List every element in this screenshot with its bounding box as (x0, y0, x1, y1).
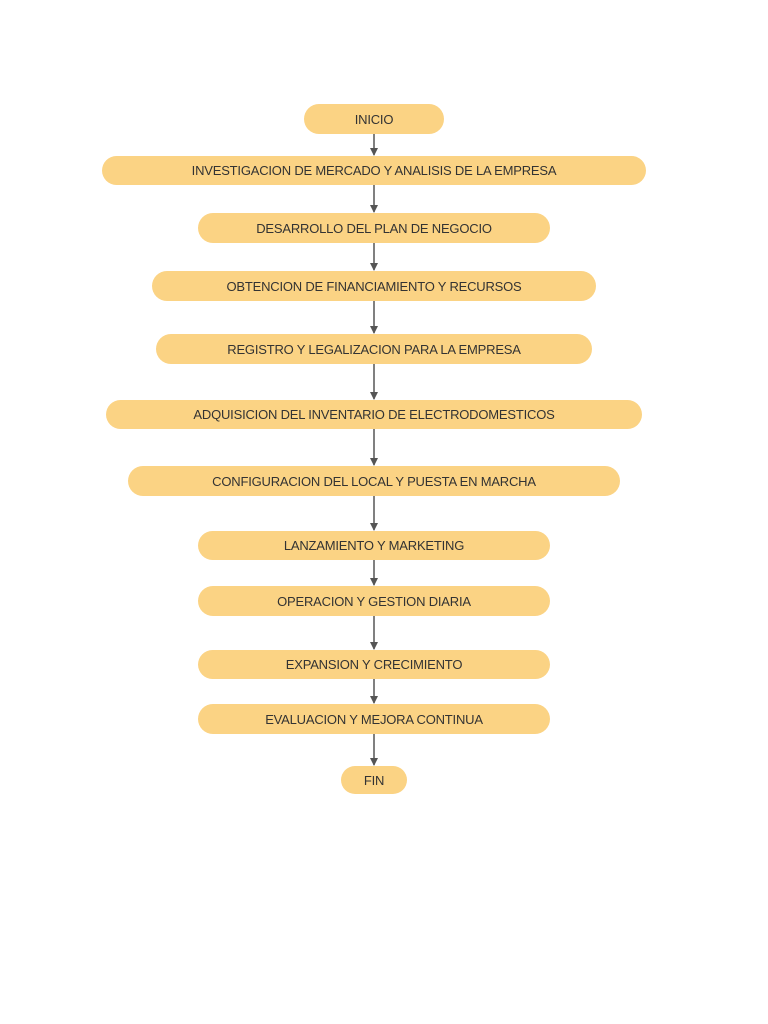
flow-step-financing: OBTENCION DE FINANCIAMIENTO Y RECURSOS (152, 271, 596, 301)
flow-step-label: ADQUISICION DEL INVENTARIO DE ELECTRODOM… (193, 407, 555, 422)
flow-step-label: EVALUACION Y MEJORA CONTINUA (265, 711, 483, 727)
flow-step-label: CONFIGURACION DEL LOCAL Y PUESTA EN MARC… (212, 473, 536, 489)
flow-step-label: INICIO (354, 111, 394, 127)
flow-step-operations: OPERACION Y GESTION DIARIA (198, 586, 550, 616)
flow-step-label: INVESTIGACION DE MERCADO Y ANALISIS DE L… (191, 163, 557, 178)
flow-step-label: EXPANSION Y CRECIMIENTO (285, 657, 463, 672)
flow-step-start: INICIO (304, 104, 444, 134)
flow-step-label: LANZAMIENTO Y MARKETING (283, 538, 465, 553)
flow-step-evaluation: EVALUACION Y MEJORA CONTINUA (198, 704, 550, 734)
flow-step-label: DESARROLLO DEL PLAN DE NEGOCIO (256, 220, 492, 236)
flow-step-label: OPERACION Y GESTION DIARIA (277, 593, 471, 609)
flow-step-market-research: INVESTIGACION DE MERCADO Y ANALISIS DE L… (102, 156, 646, 185)
flow-step-business-plan: DESARROLLO DEL PLAN DE NEGOCIO (198, 213, 550, 243)
flow-step-label: OBTENCION DE FINANCIAMIENTO Y RECURSOS (226, 278, 522, 294)
flow-step-store-setup: CONFIGURACION DEL LOCAL Y PUESTA EN MARC… (128, 466, 620, 496)
flow-step-launch-marketing: LANZAMIENTO Y MARKETING (198, 531, 550, 560)
flow-step-label: FIN (363, 772, 385, 788)
flow-step-expansion: EXPANSION Y CRECIMIENTO (198, 650, 550, 679)
flow-step-inventory: ADQUISICION DEL INVENTARIO DE ELECTRODOM… (106, 400, 642, 429)
flow-step-registration: REGISTRO Y LEGALIZACION PARA LA EMPRESA (156, 334, 592, 364)
flow-step-label: REGISTRO Y LEGALIZACION PARA LA EMPRESA (227, 341, 521, 357)
flow-step-end: FIN (341, 766, 407, 794)
